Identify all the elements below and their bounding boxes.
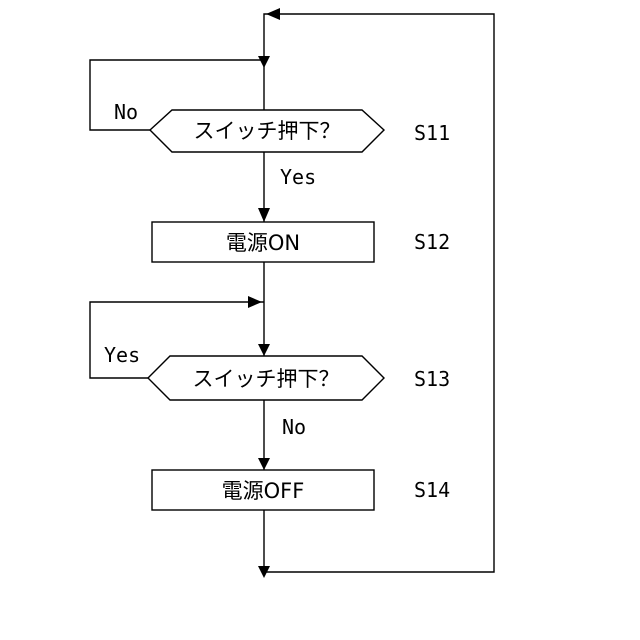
s14-process-text: 電源OFF <box>222 479 305 503</box>
s11-step-id: S11 <box>414 121 450 145</box>
s11-decision-text: スイッチ押下？ <box>194 119 341 143</box>
s11-yes-label: Yes <box>280 165 316 189</box>
s13-step-id: S13 <box>414 367 450 391</box>
return-loop-arrow-left <box>266 8 280 20</box>
s12-process-text: 電源ON <box>226 231 300 255</box>
s14-step-id: S14 <box>414 478 450 502</box>
s11-no-label: No <box>114 100 138 124</box>
s12-step-id: S12 <box>414 230 450 254</box>
s13-to-s14-arrow <box>258 458 270 470</box>
s13-yes-label: Yes <box>104 343 140 367</box>
s13-decision-text: スイッチ押下？ <box>193 367 340 391</box>
s11-to-s12-arrow <box>258 208 270 222</box>
s13-no-label: No <box>282 415 306 439</box>
s12-to-s13-arrow <box>258 344 270 356</box>
s13-yes-loop-arrow <box>248 296 262 308</box>
s11-no-loop-arrow <box>258 56 270 68</box>
